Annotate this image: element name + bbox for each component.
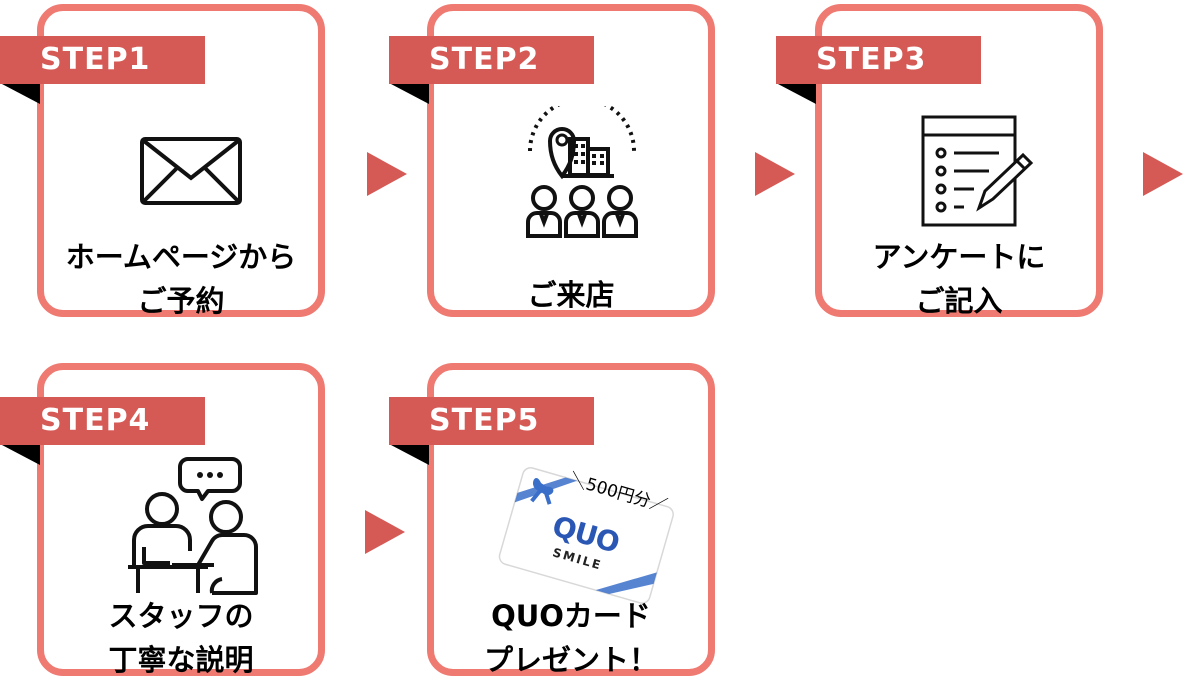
step-1-label-line2: ご予約 <box>137 284 225 318</box>
consultation-icon <box>128 457 258 595</box>
step-5-label-line1: QUOカード <box>491 599 651 633</box>
ribbon-fold <box>2 84 40 104</box>
step-5-label-line2: プレゼント！ <box>483 643 658 677</box>
arrow-right-icon <box>1143 152 1183 196</box>
store-visit-icon <box>526 106 638 238</box>
arrow-right-icon <box>365 510 405 554</box>
step-4-label-line1: スタッフの <box>108 599 254 633</box>
step-5-badge: STEP5 <box>389 397 594 445</box>
envelope-icon <box>140 137 242 205</box>
ribbon-fold <box>2 445 40 465</box>
step-card-3: アンケートに ご記入 <box>815 4 1103 318</box>
ribbon-fold <box>391 445 429 465</box>
quo-card-icon <box>498 467 674 604</box>
step-1-badge: STEP1 <box>0 36 205 84</box>
ribbon-fold <box>391 84 429 104</box>
step-4-label-line2: 丁寧な説明 <box>108 643 254 677</box>
ribbon-fold <box>778 84 816 104</box>
step-4-badge: STEP4 <box>0 397 205 445</box>
arrow-right-icon <box>755 152 795 196</box>
step-2-badge: STEP2 <box>389 36 594 84</box>
step-2-label: ご来店 <box>527 278 615 312</box>
arrow-right-icon <box>367 152 407 196</box>
survey-form-icon <box>921 115 1034 227</box>
step-1-label-line1: ホームページから <box>65 240 297 274</box>
step-3-label-line2: ご記入 <box>915 284 1003 318</box>
step-3-label-line1: アンケートに <box>872 240 1046 274</box>
step-3-badge: STEP3 <box>776 36 981 84</box>
